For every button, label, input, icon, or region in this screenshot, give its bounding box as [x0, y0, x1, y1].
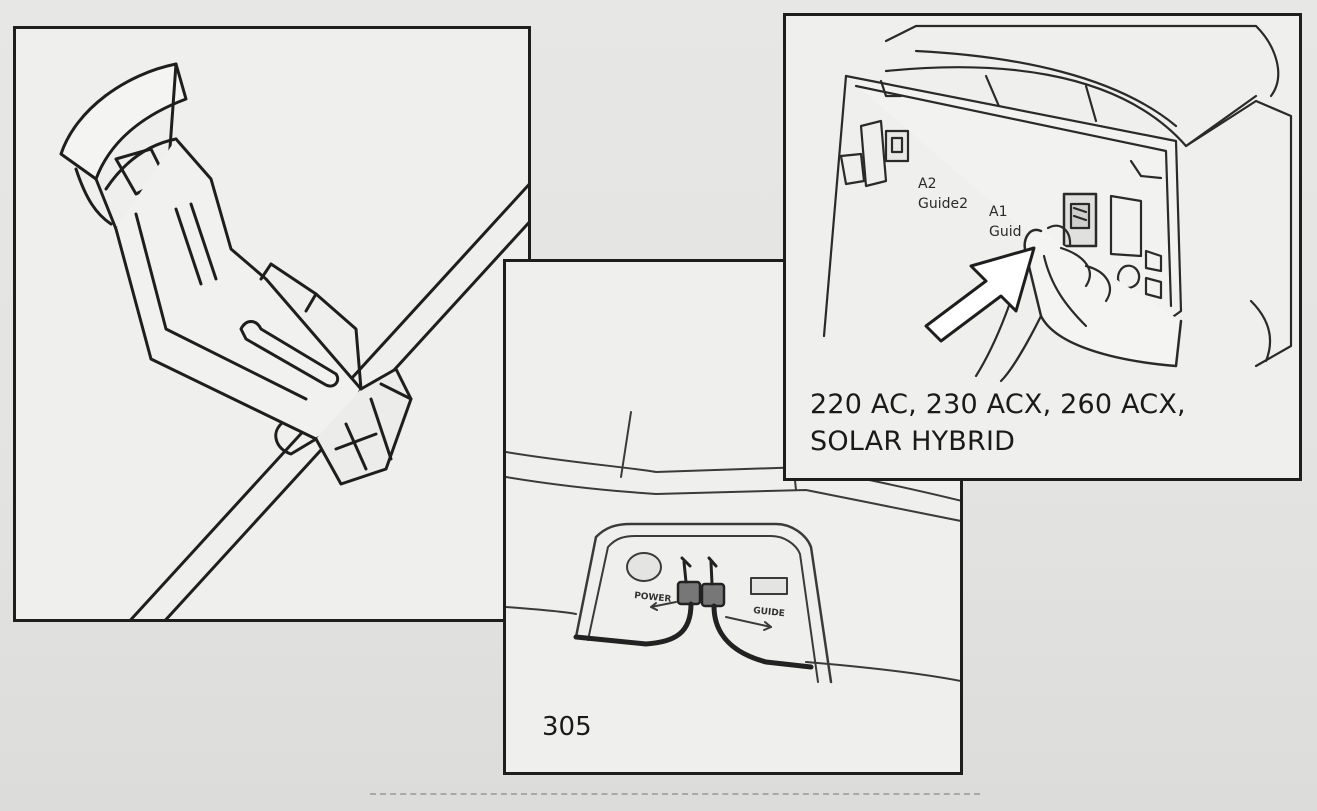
- model-caption-line2: SOLAR HYBRID: [810, 426, 1016, 457]
- label-a1: A1: [989, 204, 1007, 220]
- plug-pair-illustration: POWER GUIDE: [506, 411, 960, 684]
- model-number: 305: [542, 712, 592, 742]
- hand-illustration: A2 Guide2 A1 Guid: [822, 24, 1293, 383]
- wire-connector-illustration: [59, 62, 528, 619]
- label-guide2: Guide2: [918, 196, 968, 212]
- model-caption: 220 AC, 230 ACX, 260 ACX, SOLAR HYBRID: [810, 386, 1186, 460]
- page-fold-dashes: [370, 793, 980, 795]
- panel-model-range: A2 Guide2 A1 Guid 220 AC, 230 ACX, 260 A…: [783, 13, 1302, 481]
- label-a2: A2: [918, 176, 936, 192]
- insert-arrow-icon: [924, 246, 1036, 343]
- label-guide1: Guid: [989, 224, 1022, 240]
- model-caption-line1: 220 AC, 230 ACX, 260 ACX,: [810, 389, 1186, 420]
- power-label: POWER: [634, 591, 672, 605]
- panel-wire-connector: [13, 26, 531, 622]
- guide-label: GUIDE: [753, 606, 786, 619]
